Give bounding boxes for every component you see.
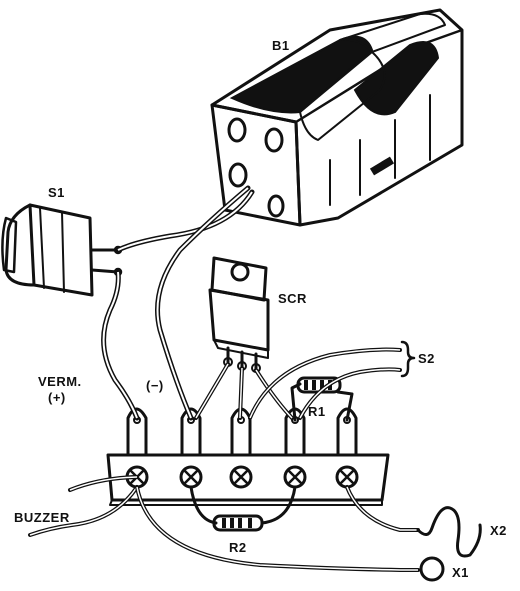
label-x1: X1 [452,565,469,580]
label-b1: B1 [272,38,290,53]
resistor-r2 [189,485,297,532]
terminal-strip [106,407,390,506]
label-buzzer: BUZZER [14,510,70,525]
screw-5 [335,465,359,489]
label-scr: SCR [278,291,307,306]
label-plus: (+) [48,390,66,405]
label-s1: S1 [48,185,65,200]
label-s2: S2 [418,351,435,366]
rocker-switch-s1 [1,203,123,297]
scr-component [208,256,270,373]
label-minus: (−) [146,378,164,393]
screw-4 [283,465,307,489]
wires [28,185,482,582]
screw-3 [229,465,253,489]
label-verm: VERM. [38,374,82,389]
battery-holder-b1 [210,8,464,227]
label-r1: R1 [308,404,326,419]
screw-2 [179,465,203,489]
label-x2: X2 [490,523,507,538]
label-r2: R2 [229,540,247,555]
